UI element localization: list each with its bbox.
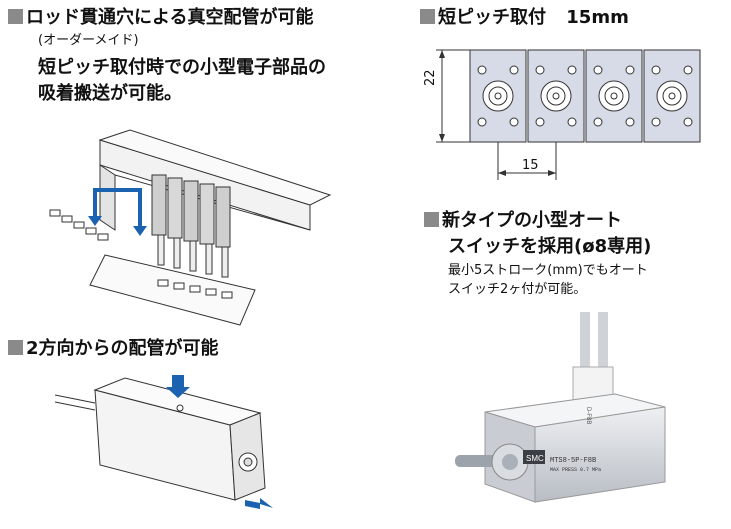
section-heading-short-pitch: 短ピッチ取付 15mm — [420, 7, 629, 29]
auto-switch-desc-line-1: 最小5ストローク(mm)でもオート — [448, 263, 648, 278]
made-to-order-note: (オーダーメイド) — [38, 33, 139, 48]
top-port-arrow-icon — [166, 375, 190, 398]
heading-text: 2方向からの配管が可能 — [26, 338, 219, 359]
product-photo: SMC MTS8-5P-F8B MAX PRESS 0.7 MPa D-F8B — [455, 312, 666, 503]
two-direction-piping-illustration — [54, 375, 273, 509]
side-port-arrow-icon — [245, 498, 273, 509]
short-pitch-drawing — [436, 49, 701, 180]
model-label: MTS8-5P-F8B — [550, 457, 596, 465]
description-line-2: 吸着搬送が可能。 — [38, 83, 182, 104]
section-heading-auto-switch-line-2: スイッチを採用(ø8専用) — [448, 236, 652, 257]
heading-text: 新タイプの小型オート — [442, 210, 622, 231]
pressure-label: MAX PRESS 0.7 MPa — [550, 467, 601, 473]
bullet-square-icon — [8, 9, 23, 24]
bullet-square-icon — [8, 340, 23, 355]
dim-pitch-label: 15 — [522, 158, 539, 173]
brand-label: SMC — [526, 454, 544, 463]
section-heading-two-way: 2方向からの配管が可能 — [8, 338, 219, 360]
pitch-value: 15mm — [566, 7, 629, 28]
vacuum-transfer-illustration — [49, 129, 332, 326]
switch-label: D-F8B — [585, 407, 591, 424]
description-line-1: 短ピッチ取付時での小型電子部品の — [38, 57, 326, 78]
section-heading-vacuum: ロッド貫通穴による真空配管が可能 — [8, 7, 313, 29]
auto-switch-desc-line-2: スイッチ2ヶ付が可能。 — [448, 282, 587, 297]
section-heading-auto-switch: 新タイプの小型オート — [424, 210, 622, 232]
dim-height-label: 22 — [423, 69, 438, 86]
heading-text: 短ピッチ取付 — [438, 7, 546, 28]
heading-text: ロッド貫通穴による真空配管が可能 — [26, 7, 314, 28]
bullet-square-icon — [424, 212, 439, 227]
transfer-arrow-icon — [93, 188, 142, 230]
bullet-square-icon — [420, 9, 435, 24]
